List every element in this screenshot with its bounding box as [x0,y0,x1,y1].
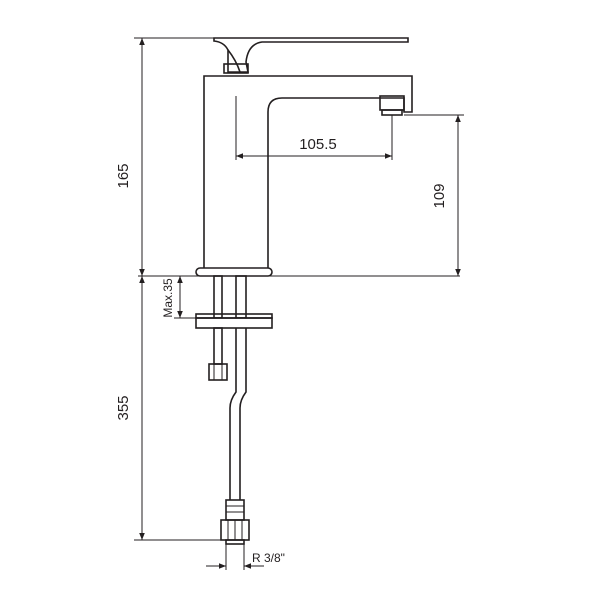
faucet-body [203,75,413,271]
label-thread: R 3/8" [252,551,285,565]
fixing-plate [195,313,273,329]
fixing-rod [213,275,247,319]
hose-connector [220,499,250,545]
dimension-thread [206,544,264,570]
dimension-105-5 [235,96,393,160]
dimension-max-35 [174,276,198,319]
label-max-35: Max.35 [161,278,175,318]
label-109: 109 [431,183,448,208]
threaded-rod [208,327,228,381]
dimension-165 [134,37,214,276]
label-355: 355 [115,395,132,420]
label-165: 165 [115,163,132,188]
base-flange [195,267,273,277]
label-105-5: 105.5 [299,136,337,153]
flexible-hose [229,328,247,500]
dimension-355 [134,276,226,541]
aerator [379,95,405,116]
dimension-109 [404,114,464,276]
lever-handle [213,37,409,74]
